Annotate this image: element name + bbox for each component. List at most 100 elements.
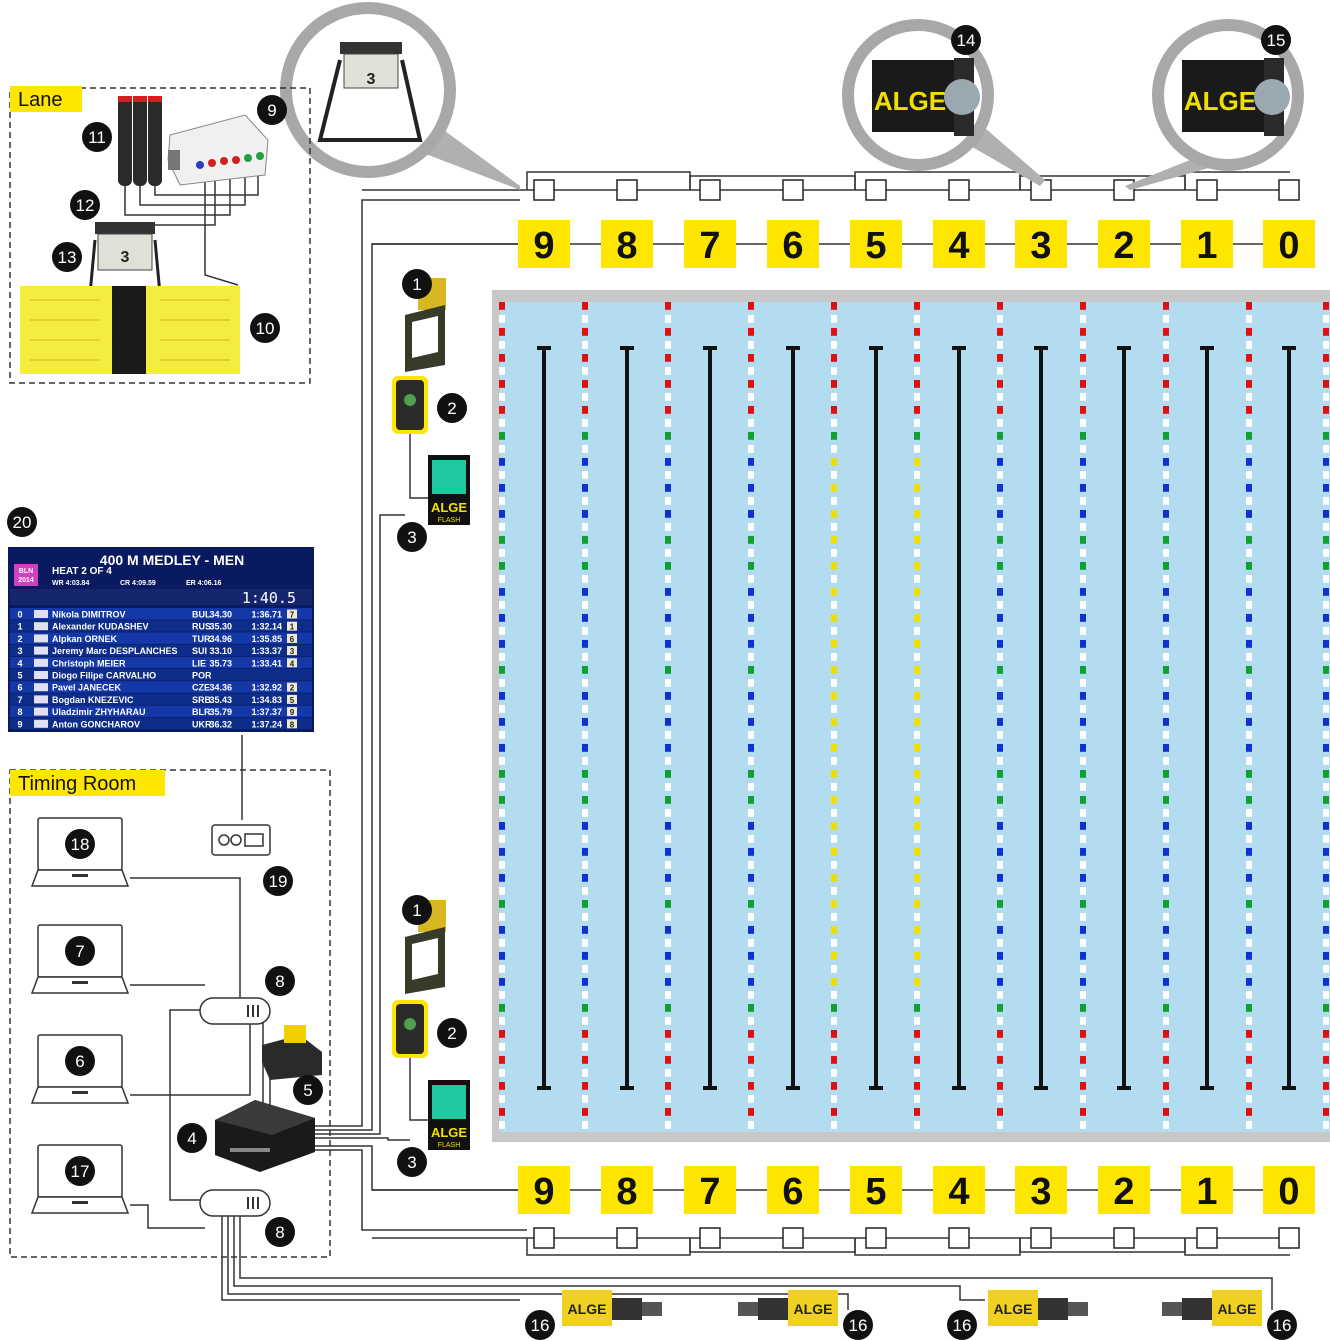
scoreboard-cell: 1:33.37	[251, 646, 282, 656]
badge-label: 1	[412, 275, 421, 294]
finish-camera-2: ALGE	[738, 1290, 838, 1326]
bottom-lane-number-label: 2	[1113, 1171, 1134, 1213]
top-lane-number-label: 7	[699, 225, 720, 267]
lane-rope-10	[1323, 302, 1329, 1129]
scoreboard-cell: Nikola DIMITROV	[52, 610, 126, 620]
scoreboard-cell: 4	[17, 658, 22, 668]
badge-2: 2	[437, 1018, 467, 1048]
flag-icon	[34, 622, 48, 631]
top-lane-number-label: 4	[948, 225, 969, 267]
lane-rope-7	[1080, 302, 1086, 1129]
scoreboard-cell: 33.10	[209, 646, 232, 656]
flag-icon	[34, 671, 48, 679]
badge-1: 1	[402, 269, 432, 299]
lane-line-9	[1282, 346, 1296, 1090]
scoreboard-cell: BUL	[192, 610, 211, 620]
badge-label: 17	[71, 1162, 90, 1181]
lane-rope-8	[1163, 302, 1169, 1129]
top-lane-number-0: 0	[1263, 220, 1315, 268]
badge-label: 8	[275, 972, 284, 991]
svg-text:ALGE: ALGE	[568, 1301, 607, 1317]
scoreboard-cell: 9	[17, 719, 22, 729]
scoreboard-cell: 1:37.37	[251, 707, 282, 717]
top-lane-number-1: 1	[1181, 220, 1233, 268]
bottom-sensors	[533, 1227, 1300, 1249]
scoreboard-cell: 6	[17, 683, 22, 693]
top-sensor-1	[616, 179, 638, 201]
scoreboard-logo	[14, 564, 38, 586]
trunk-bottom-sensors	[312, 1149, 527, 1231]
scoreboard-cell: RUS	[192, 622, 211, 632]
scoreboard-cell: Anton GONCHAROV	[52, 719, 140, 729]
trunk-flash-top	[312, 514, 405, 1135]
bottom-sensor-0	[533, 1227, 555, 1249]
flag-icon	[34, 634, 48, 643]
badge-label: 1	[412, 901, 421, 920]
badge-8: 8	[265, 1217, 295, 1247]
scoreboard-cell: Christoph MEIER	[52, 658, 126, 668]
bottom-lane-number-8: 8	[601, 1166, 653, 1214]
scoreboard-cell: UKR	[192, 719, 212, 729]
lane-line-2	[703, 346, 717, 1090]
scoreboard-rank: 7	[290, 611, 295, 620]
flag-icon	[34, 658, 48, 667]
top-lane-number-label: 0	[1278, 225, 1299, 267]
lane-line-6	[1034, 346, 1048, 1090]
badge-20: 20	[7, 507, 37, 537]
finish-camera-1: ALGE	[562, 1290, 662, 1326]
scoreboard-cell: 7	[17, 695, 22, 705]
svg-text:CR 4:09.59: CR 4:09.59	[120, 580, 156, 587]
laptop-18: 18	[30, 817, 130, 887]
scoreboard-cell: 1:35.85	[251, 634, 282, 644]
magnifier-camera-14: ALGE 14	[842, 19, 1045, 186]
scoreboard-rank: 4	[290, 659, 295, 668]
svg-text:ALGE: ALGE	[994, 1301, 1033, 1317]
svg-text:FLASH: FLASH	[438, 1142, 461, 1149]
scoreboard-cell: 34.36	[209, 683, 232, 693]
scoreboard-rank: 6	[290, 635, 295, 644]
scoreboard-cell: 1:33.41	[251, 658, 282, 668]
badge-label: 20	[13, 513, 32, 532]
scoreboard-cell: 1:37.24	[251, 719, 282, 729]
timing-room-tag	[10, 770, 165, 796]
printer	[262, 1025, 322, 1080]
pool	[492, 290, 1330, 1142]
scoreboard-rank: 5	[290, 696, 295, 705]
scoreboard-cell: Bogdan KNEZEVIC	[52, 695, 134, 705]
bottom-lane-number-3: 3	[1015, 1166, 1067, 1214]
laptop-7: 7	[30, 924, 130, 994]
scoreboard-cell: Diogo Filipe CARVALHO	[52, 671, 156, 681]
badge-19: 19	[263, 866, 293, 896]
false-start-handset	[392, 376, 428, 434]
badge-3: 3	[397, 1147, 427, 1177]
badge-label: 12	[76, 196, 95, 215]
top-sensors	[533, 179, 1300, 201]
badge-label: 3	[407, 1153, 416, 1172]
top-lane-number-2: 2	[1098, 220, 1150, 268]
badge-2: 2	[437, 393, 467, 423]
cam-cable-3	[233, 1215, 985, 1301]
scoreboard-title: 400 M MEDLEY - MEN	[100, 552, 244, 568]
badge-label: 5	[303, 1081, 312, 1100]
scoreboard-rank: 2	[290, 684, 295, 693]
svg-text:ALGE: ALGE	[1184, 86, 1256, 116]
badge-16: 16	[843, 1310, 873, 1340]
top-lane-number-7: 7	[684, 220, 736, 268]
video-scoreboard: BLN 2014 400 M MEDLEY - MEN HEAT 2 OF 4 …	[8, 547, 314, 732]
cam-cable-4	[239, 1215, 1273, 1310]
laptops: 18 7 6 17	[30, 817, 130, 1214]
badge-label: 6	[75, 1052, 84, 1071]
svg-text:ALGE: ALGE	[431, 500, 467, 515]
badge-17	[65, 1156, 95, 1186]
badge-5: 5	[293, 1075, 323, 1105]
scoreboard-cell: 5	[17, 671, 22, 681]
badge-13: 13	[52, 242, 82, 272]
badge-label: 7	[75, 942, 84, 961]
svg-text:Lane: Lane	[18, 89, 63, 111]
bottom-lane-number-label: 9	[533, 1171, 554, 1213]
scoreboard-cell: CZE	[192, 683, 210, 693]
lane-line-4	[869, 346, 883, 1090]
